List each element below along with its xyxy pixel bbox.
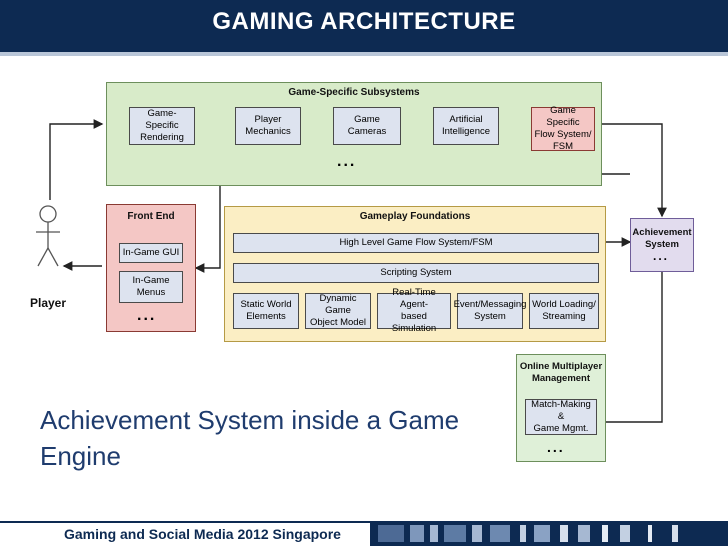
achievement-ellipsis: ...: [653, 249, 670, 263]
footer-stripe: [472, 525, 482, 542]
footer-stripe: [648, 525, 652, 542]
online-ellipsis: ...: [547, 439, 565, 455]
subsystem-player-mechanics: Player Mechanics: [235, 107, 301, 145]
gameplay-title: Gameplay Foundations: [359, 211, 471, 222]
gameplay-messaging: Event/Messaging System: [454, 293, 526, 329]
subsystems-ellipsis: ...: [337, 153, 357, 170]
footer-stripe: [602, 525, 608, 542]
front-end-menus: In-Game Menus: [119, 271, 183, 303]
player-figure-icon: [36, 205, 60, 267]
subsystem-game-cameras: Game Cameras: [333, 107, 401, 145]
achievement-online-connector: [582, 266, 663, 427]
footer-stripe: [534, 525, 550, 542]
subsystem-rendering: Game-Specific Rendering: [129, 107, 195, 145]
slide-header: GAMING ARCHITECTURE: [0, 0, 728, 56]
subsystems-box: Game-Specific Subsystems Game-Specific R…: [106, 82, 602, 186]
footer-stripe: [672, 525, 678, 542]
front-end-ellipsis: ...: [137, 307, 157, 324]
footer-stripe: [620, 525, 630, 542]
subsystems-title: Game-Specific Subsystems: [288, 87, 420, 98]
gameplay-flow-row: High Level Game Flow System/FSM: [233, 233, 599, 253]
gameplay-static-world: Static World Elements: [233, 293, 299, 329]
footer-stripe: [520, 525, 526, 542]
footer-stripe: [560, 525, 568, 542]
slide-caption: Achievement System inside a Game Engine: [40, 405, 460, 471]
gameplay-scripting-row: Scripting System: [233, 263, 599, 283]
online-title: Online Multiplayer Management: [519, 361, 603, 384]
gameplay-agent-simulation: Real-Time Agent- based Simulation: [377, 287, 451, 334]
gameplay-world-loading: World Loading/ Streaming: [529, 293, 599, 329]
front-end-title: Front End: [127, 211, 175, 222]
subsystem-flow-fsm: Game Specific Flow System/ FSM: [531, 105, 595, 152]
slide-title: GAMING ARCHITECTURE: [212, 8, 516, 35]
footer-stripe: [490, 525, 510, 542]
achievement-box: Achievement System ...: [630, 218, 694, 272]
online-matchmaking: Match-Making & Game Mgmt.: [525, 399, 597, 435]
footer-stripe: [444, 525, 466, 542]
subsystem-ai: Artificial Intelligence: [433, 107, 499, 145]
online-box: Online Multiplayer Management Match-Maki…: [516, 354, 606, 462]
architecture-diagram: Game-Specific Subsystems Game-Specific R…: [30, 72, 714, 472]
player-label: Player: [30, 296, 67, 310]
footer-label: Gaming and Social Media 2012 Singapore: [0, 521, 370, 546]
footer-stripe: [410, 525, 424, 542]
gameplay-box: Gameplay Foundations High Level Game Flo…: [224, 206, 606, 342]
footer-stripe: [430, 525, 438, 542]
subsystems-achievement-connector: [600, 123, 667, 218]
player-subsystems-connector: [49, 119, 104, 200]
footer-stripe: [378, 525, 404, 542]
front-end-box: Front End In-Game GUI In-Game Menus ...: [106, 204, 196, 332]
achievement-title: Achievement System: [632, 227, 692, 250]
gameplay-dynamic-object: Dynamic Game Object Model: [305, 293, 371, 329]
footer-stripe: [578, 525, 590, 542]
front-end-gui: In-Game GUI: [119, 243, 183, 263]
